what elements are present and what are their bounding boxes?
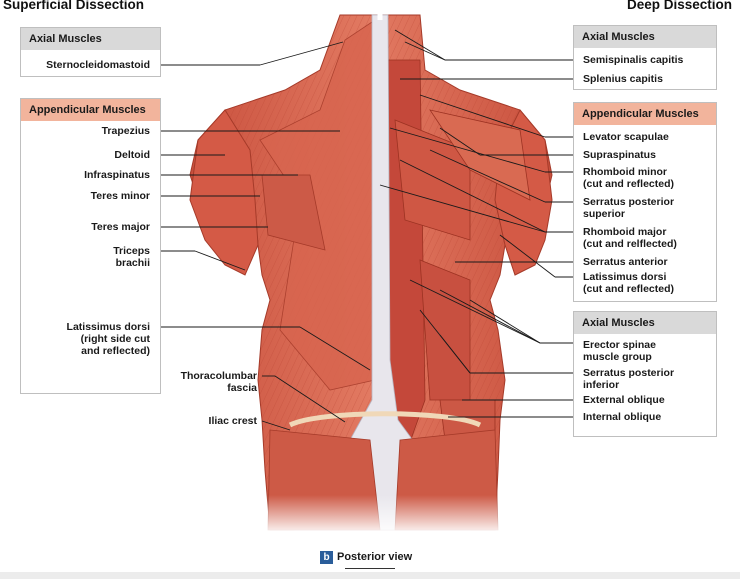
- caption-text: Posterior view: [337, 551, 413, 563]
- label-deltoid: Deltoid: [114, 149, 150, 161]
- label-latissimus-deep-line1: Latissimus dorsi: [583, 271, 667, 283]
- caption-badge: b: [320, 551, 333, 564]
- label-teres-major: Teres major: [91, 221, 150, 233]
- figure-caption: b Posterior view: [320, 551, 412, 564]
- label-splenius-capitis: Splenius capitis: [583, 73, 663, 85]
- label-serratus-posterior-inferior: Serratus posterior inferior: [583, 367, 674, 391]
- label-spi-line2: inferior: [583, 379, 620, 391]
- caption-underline: [345, 568, 395, 569]
- label-rhomboid-minor-line2: (cut and reflected): [583, 178, 675, 190]
- label-latissimus-dorsi-superficial: Latissimus dorsi (right side cut and ref…: [67, 321, 150, 357]
- label-trapezius: Trapezius: [101, 125, 150, 137]
- label-serratus-anterior: Serratus anterior: [583, 256, 668, 268]
- label-rhomboid-major-line1: Rhomboid major: [583, 226, 667, 238]
- label-latissimus-line1: Latissimus dorsi: [66, 321, 150, 333]
- left-appendicular-muscles-box: Appendicular Muscles: [20, 98, 161, 394]
- left-axial-muscles-box: Axial Muscles: [20, 27, 161, 77]
- label-thoracolumbar-line2: fascia: [227, 382, 257, 394]
- label-rhomboid-minor-line1: Rhomboid minor: [583, 166, 667, 178]
- label-erector-line2: muscle group: [583, 351, 652, 363]
- label-internal-oblique: Internal oblique: [583, 411, 662, 423]
- label-iliac-crest: Iliac crest: [208, 415, 257, 427]
- label-latissimus-deep-line2: (cut and reflected): [583, 283, 675, 295]
- label-levator-scapulae: Levator scapulae: [583, 131, 669, 143]
- label-spi-line1: Serratus posterior: [583, 367, 675, 379]
- label-erector-spinae: Erector spinae muscle group: [583, 339, 656, 363]
- label-rhomboid-minor: Rhomboid minor (cut and reflected): [583, 166, 674, 190]
- label-sternocleidomastoid: Sternocleidomastoid: [46, 59, 150, 71]
- label-triceps-brachii: Triceps brachii: [113, 245, 150, 269]
- header-superficial-dissection: Superficial Dissection: [3, 0, 145, 12]
- label-semispinalis-capitis: Semispinalis capitis: [583, 54, 684, 66]
- label-rhomboid-major: Rhomboid major (cut and relflected): [583, 226, 677, 250]
- label-triceps-line2: brachii: [115, 257, 150, 269]
- label-erector-line1: Erector spinae: [583, 339, 656, 351]
- label-latissimus-dorsi-deep: Latissimus dorsi (cut and reflected): [583, 271, 674, 295]
- bottom-bar: [0, 572, 740, 579]
- right-axial-muscles-box-bottom: Axial Muscles: [573, 311, 717, 437]
- right-appendicular-muscles-box: Appendicular Muscles: [573, 102, 717, 302]
- superficial-dissection-muscles: [259, 19, 376, 391]
- header-deep-dissection: Deep Dissection: [626, 0, 732, 12]
- right-axial-muscles-title-bottom: Axial Muscles: [574, 312, 716, 334]
- label-latissimus-line3: and reflected): [81, 345, 150, 357]
- label-teres-minor: Teres minor: [90, 190, 150, 202]
- label-latissimus-line2: (right side cut: [80, 333, 150, 345]
- label-rhomboid-major-line2: (cut and relflected): [583, 238, 677, 250]
- right-axial-muscles-box-top: Axial Muscles: [573, 25, 717, 90]
- label-sps-line1: Serratus posterior: [583, 196, 675, 208]
- deep-dissection-muscles: [384, 59, 531, 471]
- label-serratus-posterior-superior: Serratus posterior superior: [583, 196, 674, 220]
- label-supraspinatus: Supraspinatus: [583, 149, 656, 161]
- label-external-oblique: External oblique: [583, 394, 665, 406]
- label-triceps-line1: Triceps: [113, 245, 150, 257]
- label-thoracolumbar-fascia: Thoracolumbar fascia: [181, 370, 257, 394]
- leader-lines-left: [155, 41, 371, 431]
- leader-lines-right: [379, 29, 580, 418]
- right-axial-muscles-title-top: Axial Muscles: [574, 26, 716, 48]
- label-sps-line2: superior: [583, 208, 626, 220]
- left-axial-muscles-title: Axial Muscles: [21, 28, 160, 50]
- label-thoracolumbar-line1: Thoracolumbar: [180, 370, 257, 382]
- left-appendicular-muscles-title: Appendicular Muscles: [21, 99, 160, 121]
- right-appendicular-muscles-title: Appendicular Muscles: [574, 103, 716, 125]
- label-infraspinatus: Infraspinatus: [84, 169, 150, 181]
